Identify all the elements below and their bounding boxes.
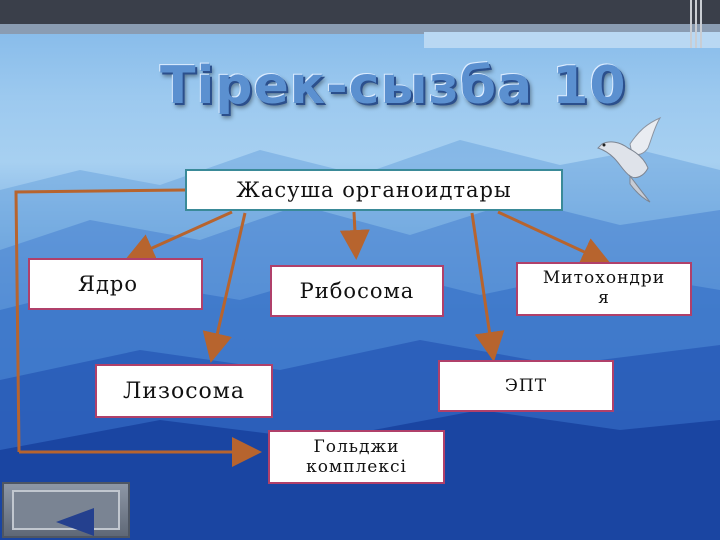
node-goldzhi: Гольджи комплексі	[268, 430, 445, 484]
node-mitokhondriya-line1: Митохондри	[542, 268, 666, 288]
corner-decoration	[690, 0, 706, 48]
back-button-face[interactable]	[12, 490, 120, 536]
node-goldzhi-line1: Гольджи	[313, 437, 400, 457]
node-mitokhondriya: Митохондри я	[516, 262, 692, 316]
top-accent-strip	[0, 24, 720, 34]
slide-title: Тірек-сызба 10	[160, 56, 627, 116]
node-goldzhi-line2: комплексі	[306, 457, 407, 477]
root-node-label: Жасуша органоидтары	[236, 178, 512, 202]
node-lizosoma: Лизосома	[95, 364, 273, 418]
header-tab-decoration	[424, 30, 720, 48]
top-bar	[0, 0, 720, 24]
dove-icon	[597, 116, 662, 203]
node-ept: ЭПТ	[438, 360, 614, 412]
node-ribosoma: Рибосома	[270, 265, 444, 317]
node-mitokhondriya-line2: я	[598, 288, 610, 308]
node-ribosoma-label: Рибосома	[299, 279, 415, 303]
triangle-left-icon	[56, 508, 94, 536]
node-yadro-label: Ядро	[78, 272, 138, 296]
node-yadro: Ядро	[28, 258, 203, 310]
node-lizosoma-label: Лизосома	[122, 378, 246, 404]
back-button[interactable]	[2, 482, 130, 538]
node-ept-label: ЭПТ	[504, 376, 548, 396]
root-node: Жасуша органоидтары	[185, 169, 563, 211]
